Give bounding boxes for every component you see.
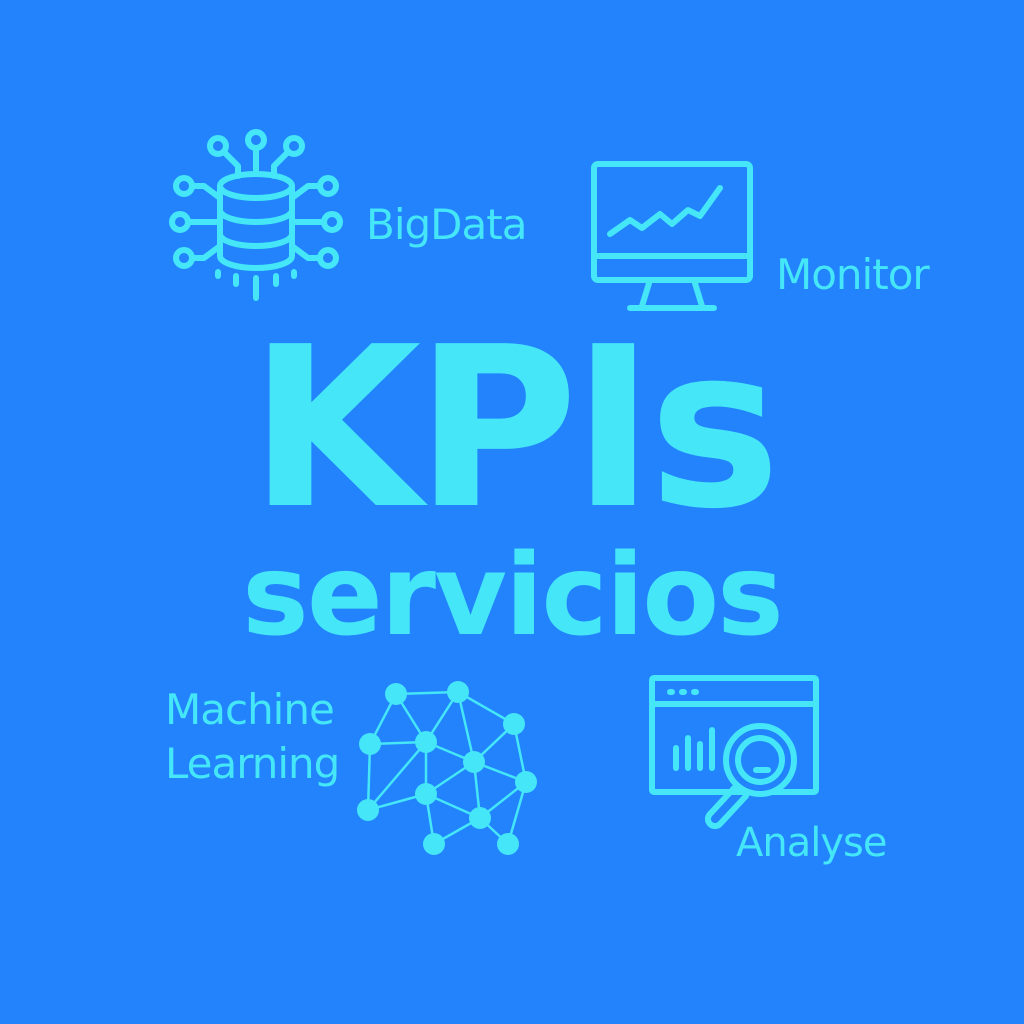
page-title: KPIs [249, 300, 780, 558]
machine-learning-label-line2: Learning [165, 739, 340, 788]
monitor-chart-icon [591, 161, 753, 311]
page-subtitle: servicios [242, 531, 784, 661]
analytics-magnifier-icon [649, 675, 819, 830]
database-circuit-icon [169, 129, 343, 301]
monitor-label: Monitor [776, 250, 930, 299]
analyse-label: Analyse [736, 820, 887, 866]
machine-learning-label: Machine Learning [165, 683, 340, 791]
bigdata-label: BigData [366, 200, 527, 249]
neural-network-icon [357, 681, 537, 855]
machine-learning-label-line1: Machine [165, 685, 335, 734]
